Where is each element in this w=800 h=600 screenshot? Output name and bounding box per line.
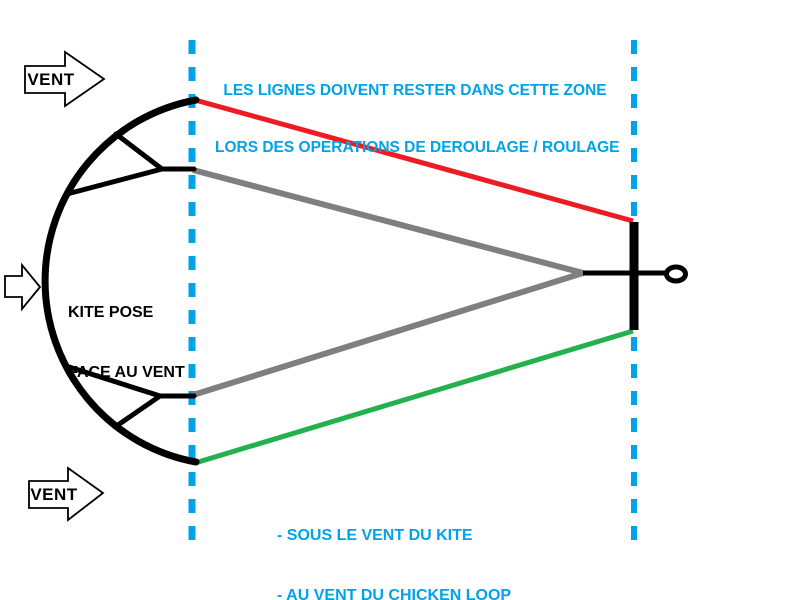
kite-position-label: KITE POSE FACE AU VENT [68, 263, 185, 423]
kite-position-line1: KITE POSE [68, 304, 154, 321]
zone-instruction-line2: LORS DES OPERATIONS DE DEROULAGE / ROULA… [215, 139, 620, 156]
top-bridle-lines [64, 131, 197, 197]
wind-arrow-top-icon [24, 50, 106, 108]
green-flying-line [194, 328, 634, 466]
kite-canopy-arc [41, 96, 200, 466]
wind-label-bottom: VENT [30, 484, 78, 504]
wind-label-top: VENT [27, 69, 75, 89]
zone-instruction-line1: LES LIGNES DOIVENT RESTER DANS CETTE ZON… [223, 82, 607, 99]
wind-arrow-bottom-icon [28, 466, 105, 522]
line-position-note: - SOUS LE VENT DU KITE - AU VENT DU CHIC… [277, 486, 511, 600]
bottom-bridle-lines [63, 363, 197, 430]
line-position-line2: - AU VENT DU CHICKEN LOOP [277, 587, 512, 600]
line-position-line1: - SOUS LE VENT DU KITE [277, 527, 473, 544]
kite-position-line2: FACE AU VENT [68, 364, 185, 381]
wind-arrow-small-icon [4, 262, 42, 312]
red-flying-line [194, 97, 634, 224]
chicken-loop-ring-icon [664, 264, 688, 284]
zone-instruction-note: LES LIGNES DOIVENT RESTER DANS CETTE ZON… [215, 43, 620, 195]
